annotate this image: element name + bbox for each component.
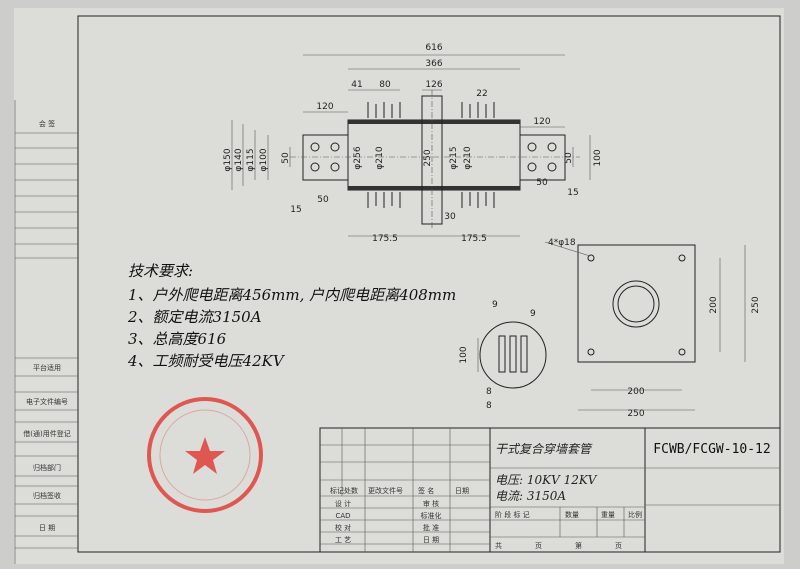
dim-label: 50: [564, 152, 574, 164]
sidebar-item: 电子文件编号: [26, 397, 68, 406]
tb-role: 标准化: [421, 511, 442, 520]
tb-stage-header: 比例: [628, 510, 642, 519]
tb-stage-header: 阶 段 标 记: [495, 510, 530, 519]
dim-label: 250: [423, 149, 433, 166]
tb-page: 页: [535, 542, 542, 550]
company-stamp: [147, 397, 263, 513]
sidebar-item: 归档签收: [33, 491, 61, 500]
tb-role: 审 核: [423, 499, 439, 508]
dim-label: 126: [425, 80, 442, 90]
dim-label: φ256: [353, 146, 363, 169]
dim-label: 22: [476, 89, 487, 99]
tb-role: 设 计: [335, 499, 351, 508]
dim-label: 250: [627, 409, 644, 419]
dim-label: 616: [425, 43, 442, 53]
dim-label: φ150: [223, 148, 233, 171]
tb-page: 第: [575, 541, 582, 550]
tb-page: 页: [615, 542, 622, 550]
paper: [14, 8, 784, 564]
sidebar-item: 日 期: [39, 524, 55, 532]
dim-label: 50: [281, 152, 291, 164]
current-spec: 电流: 3150A: [495, 489, 566, 503]
bushing-side-view: 616 366 41 80 126 22 120 120 φ150 φ140 φ…: [223, 43, 603, 244]
requirement-item: 1、户外爬电距离456mm, 户内爬电距离408mm: [128, 286, 456, 304]
dim-label: 250: [751, 296, 761, 313]
dim-label: 366: [425, 59, 442, 69]
tb-role: 校 对: [335, 523, 351, 532]
dim-label: 100: [593, 149, 603, 166]
dim-label: 80: [379, 80, 391, 90]
mounting-plate-view: 4*φ18 200 250 200 250: [544, 238, 761, 419]
sidebar-item: 归档部门: [33, 463, 61, 472]
product-name: 干式复合穿墙套管: [495, 442, 593, 456]
requirement-item: 2、额定电流3150A: [127, 308, 262, 326]
requirement-item: 4、工频耐受电压42KV: [127, 352, 286, 370]
dim-label: 41: [351, 80, 362, 90]
dim-label: φ100: [259, 148, 269, 171]
dim-label: φ140: [234, 148, 244, 171]
dim-label: 4*φ18: [548, 238, 576, 248]
dim-label: 50: [317, 195, 329, 205]
voltage-spec: 电压: 10KV 12KV: [495, 473, 598, 487]
dim-label: φ210: [375, 146, 385, 169]
sidebar-item: 平台适用: [33, 363, 61, 372]
dim-label: 200: [627, 387, 644, 397]
dim-label: 50: [536, 178, 548, 188]
tb-page: 共: [495, 541, 502, 550]
tb-role: CAD: [335, 512, 350, 520]
title-block: 标记 处数 更改文件号 签 名 日期 设 计 CAD 校 对 工 艺 审 核 标…: [319, 427, 781, 553]
tb-header: 签 名: [418, 486, 434, 495]
tb-stage-header: 重量: [601, 511, 615, 519]
tb-role: 批 准: [423, 523, 439, 532]
technical-requirements: 技术要求: 1、户外爬电距离456mm, 户内爬电距离408mm 2、额定电流3…: [127, 262, 456, 370]
sidebar-table: 会 签 平台适用 电子文件编号 借(通)用件登记 归档部门 归档签收 日 期: [14, 100, 78, 564]
dim-label: 175.5: [372, 234, 398, 244]
dim-label: 15: [290, 205, 301, 215]
dim-label: 8: [486, 401, 492, 411]
model-number: FCWB/FCGW-10-12: [653, 442, 770, 457]
dim-label: 200: [709, 296, 719, 313]
dim-label: φ215: [449, 146, 459, 169]
tb-stage-header: 数量: [565, 510, 579, 519]
dim-label: 100: [459, 346, 469, 363]
requirements-title: 技术要求:: [128, 262, 193, 280]
tb-header: 更改文件号: [368, 486, 403, 495]
dim-label: 175.5: [461, 234, 487, 244]
sidebar-top-label: 会 签: [39, 119, 55, 128]
tb-header: 处数: [344, 486, 358, 495]
terminal-end-view: 9 9 100 8 8: [459, 300, 547, 411]
dim-label: 120: [316, 102, 333, 112]
requirement-item: 3、总高度616: [128, 330, 227, 348]
tb-role: 日 期: [423, 536, 439, 544]
tb-role: 工 艺: [335, 536, 351, 544]
dim-label: 9: [530, 309, 536, 319]
dim-label: 8: [486, 387, 492, 397]
dim-label: 9: [492, 300, 498, 310]
tb-header: 标记: [330, 486, 344, 495]
dim-label: 120: [533, 117, 550, 127]
sidebar-item: 借(通)用件登记: [23, 429, 70, 438]
dim-label: 15: [567, 188, 578, 198]
dim-label: 30: [444, 212, 456, 222]
dim-label: φ210: [463, 146, 473, 169]
dim-label: φ115: [246, 148, 256, 171]
tb-header: 日期: [455, 487, 469, 495]
